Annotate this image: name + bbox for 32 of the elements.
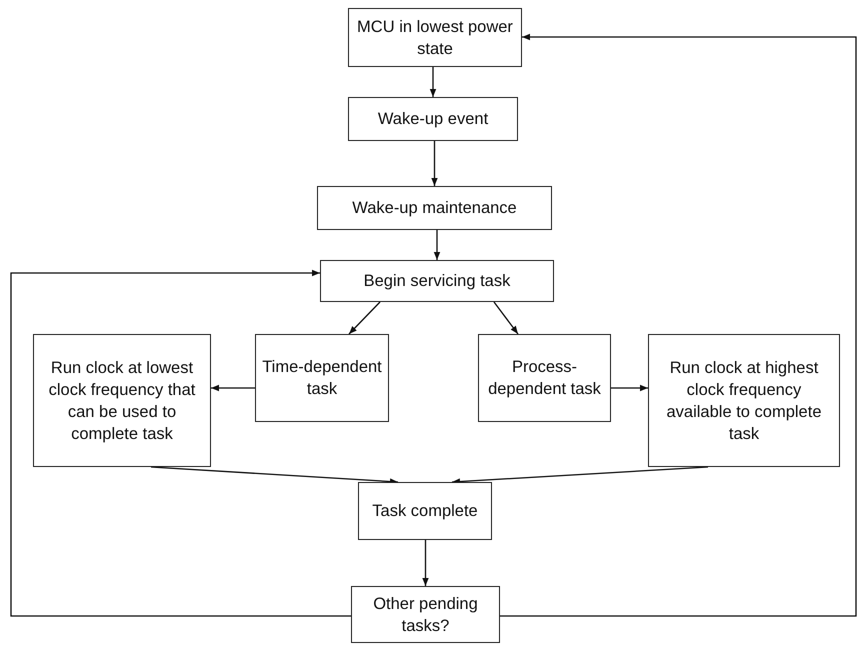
arrow — [430, 67, 436, 97]
box-label: Process-dependent task — [487, 357, 602, 400]
arrow — [422, 540, 429, 586]
box-label: MCU in lowest power state — [356, 16, 514, 60]
arrow — [431, 141, 438, 186]
process-box — [348, 97, 518, 141]
arrow — [500, 34, 857, 617]
box-label: Wake-up event — [376, 109, 490, 130]
process-box — [478, 334, 611, 422]
process-box — [317, 186, 552, 230]
box-label: Task complete — [371, 501, 479, 522]
arrow — [211, 384, 255, 392]
process-box — [33, 334, 211, 467]
process-box — [351, 586, 500, 643]
arrow — [611, 384, 648, 392]
box-label: Begin servicing task — [362, 271, 512, 292]
arrow — [452, 466, 708, 485]
arrow — [434, 230, 440, 260]
process-box — [358, 482, 492, 540]
process-box — [320, 260, 554, 302]
box-label: Wake-up maintenance — [351, 198, 518, 219]
process-box — [348, 8, 522, 67]
box-label: Run clock at highest clock frequency available to complete task — [665, 358, 822, 444]
box-label: Other pending tasks? — [372, 594, 479, 636]
box-label: Run clock at lowest clock frequency that can be used to complete task — [48, 358, 196, 444]
box-label: Time-dependent task — [261, 357, 383, 400]
arrow — [348, 302, 380, 334]
arrow — [150, 466, 398, 485]
arrow — [10, 270, 351, 617]
process-box — [648, 334, 840, 467]
process-box — [255, 334, 389, 422]
arrow — [493, 302, 519, 334]
